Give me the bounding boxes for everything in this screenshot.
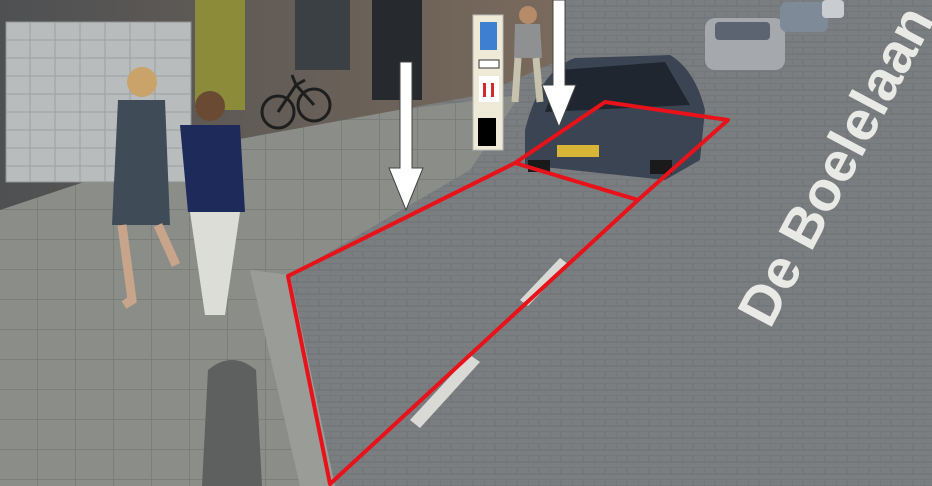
- parking-legend-icon: [472, 14, 504, 151]
- bollard: [202, 360, 262, 486]
- pedestrian: [112, 67, 181, 309]
- parking-zone-outline: [286, 100, 730, 486]
- down-arrow-icon: [541, 0, 577, 129]
- door: [372, 0, 422, 100]
- window: [195, 0, 245, 110]
- distant-cars: [705, 0, 844, 70]
- window: [295, 0, 350, 70]
- pedestrian: [511, 6, 544, 103]
- bicycle: [260, 74, 332, 130]
- down-arrow-icon: [388, 61, 424, 212]
- pedestrian: [180, 91, 245, 315]
- parked-car: [525, 55, 705, 180]
- road-edge-marking: [410, 258, 568, 428]
- curb: [250, 270, 335, 486]
